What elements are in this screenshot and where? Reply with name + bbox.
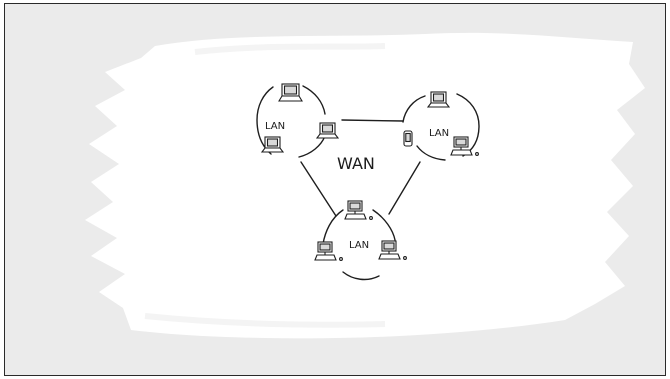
wan-links (300, 119, 421, 217)
phone-icon (403, 130, 413, 147)
diagram-frame: WAN LAN (4, 3, 666, 376)
lan-label: LAN (265, 121, 285, 132)
laptop-icon (260, 136, 285, 153)
laptop-icon (278, 83, 303, 102)
lan-cluster-left: LAN (256, 83, 340, 158)
lan-cluster-right: LAN (402, 91, 480, 161)
wan-link-right (388, 161, 421, 215)
laptop-icon (426, 91, 451, 108)
laptop-icon (315, 122, 340, 139)
lan-ring (322, 209, 396, 281)
wan-link-top (341, 119, 404, 122)
lan-ring (402, 93, 480, 161)
wan-label: WAN (337, 154, 375, 173)
lan-cluster-bottom: LAN (314, 200, 407, 281)
desktop-computer-icon (314, 241, 343, 261)
desktop-computer-icon (378, 240, 407, 260)
wan-link-left (300, 161, 337, 217)
desktop-computer-icon (450, 136, 479, 156)
desktop-computer-icon (344, 200, 373, 220)
lan-label: LAN (429, 128, 449, 139)
network-diagram: WAN LAN (85, 32, 645, 339)
brush-background (85, 32, 645, 339)
lan-label: LAN (349, 240, 369, 251)
